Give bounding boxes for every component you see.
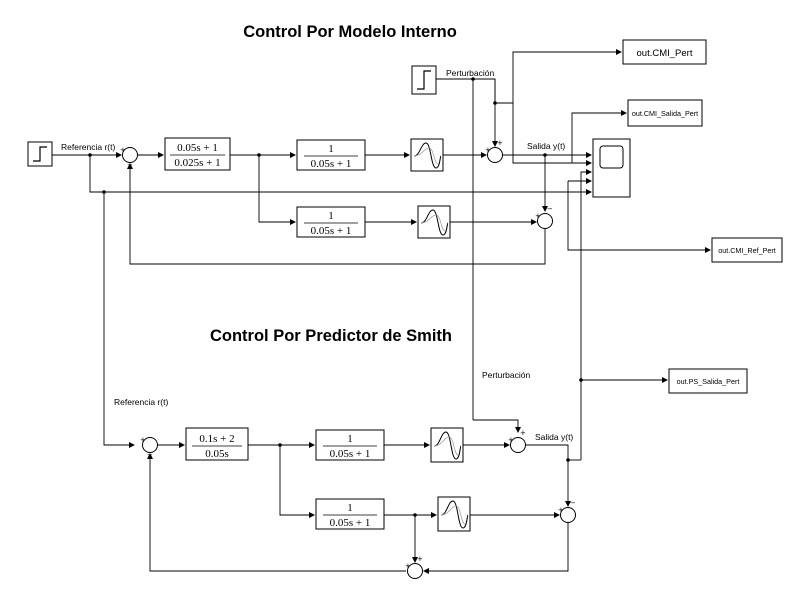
svg-text:+: + xyxy=(405,562,411,570)
label-perturbacion-bottom: Perturbación xyxy=(482,370,530,380)
svg-text:out.PS_Salida_Pert: out.PS_Salida_Pert xyxy=(677,377,740,386)
title-cmi: Control Por Modelo Interno xyxy=(243,23,457,41)
label-referencia-top: Referencia r(t) xyxy=(61,142,115,152)
out-cmi-salida-pert[interactable]: out.CMI_Salida_Pert xyxy=(627,99,703,127)
tf-cmi-model-den: 0.05s + 1 xyxy=(311,225,352,237)
tf-ps-controller-den: 0.05s xyxy=(205,448,229,460)
svg-text:out.CMI_Salida_Pert: out.CMI_Salida_Pert xyxy=(632,109,698,118)
tf-cmi-model-num: 1 xyxy=(328,210,334,222)
svg-text:+: + xyxy=(140,436,146,444)
sum-cmi-model-err[interactable]: + − xyxy=(535,205,553,229)
step-source-perturbacion-top[interactable] xyxy=(411,65,437,95)
svg-text:+: + xyxy=(508,436,514,444)
sum-cmi-pert[interactable]: + + xyxy=(485,139,503,163)
tf-cmi-plant[interactable]: 1 0.05s + 1 xyxy=(296,139,366,171)
wires-bottom xyxy=(147,377,668,574)
tf-cmi-plant-num: 1 xyxy=(328,143,334,155)
label-salida-top: Salida y(t) xyxy=(527,141,565,151)
step-source-icon xyxy=(33,146,47,162)
sum-ps-feedback[interactable]: + + xyxy=(405,555,423,579)
svg-text:−: − xyxy=(570,499,576,507)
delay-ps-plant[interactable] xyxy=(430,427,464,463)
tf-ps-model-den: 0.05s + 1 xyxy=(330,517,371,529)
svg-text:+: + xyxy=(535,212,541,220)
svg-text:+: + xyxy=(417,555,423,563)
label-salida-bottom: Salida y(t) xyxy=(535,432,573,442)
scope-icon xyxy=(599,145,624,169)
out-ps-salida-pert[interactable]: out.PS_Salida_Pert xyxy=(668,368,748,394)
tf-cmi-plant-den: 0.05s + 1 xyxy=(311,158,352,170)
tf-ps-plant-den: 0.05s + 1 xyxy=(330,448,371,460)
tf-ps-model[interactable]: 1 0.05s + 1 xyxy=(315,498,385,530)
sum-cmi-error[interactable]: + − xyxy=(120,146,138,169)
svg-text:out.CMI_Ref_Pert: out.CMI_Ref_Pert xyxy=(718,246,776,255)
tf-ps-model-num: 1 xyxy=(347,502,353,514)
out-cmi-pert[interactable]: out.CMI_Pert xyxy=(622,39,707,65)
svg-text:+: + xyxy=(485,146,491,154)
label-referencia-bottom: Referencia r(t) xyxy=(114,397,168,407)
svg-text:+: + xyxy=(558,506,564,514)
out-cmi-ref-pert[interactable]: out.CMI_Ref_Pert xyxy=(711,237,783,263)
label-perturbacion-top: Perturbación xyxy=(446,68,494,78)
delay-cmi-model[interactable] xyxy=(417,205,451,239)
tf-ps-plant-num: 1 xyxy=(347,433,353,445)
tf-cmi-model[interactable]: 1 0.05s + 1 xyxy=(296,206,366,238)
tf-ps-controller[interactable]: 0.1s + 2 0.05s xyxy=(185,427,249,461)
delay-cmi-plant[interactable] xyxy=(410,138,444,172)
svg-text:out.CMI_Pert: out.CMI_Pert xyxy=(637,48,693,59)
transport-delay-icon xyxy=(420,209,449,236)
svg-text:−: − xyxy=(547,205,553,213)
delay-ps-model[interactable] xyxy=(437,496,471,532)
transport-delay-icon xyxy=(413,142,442,169)
transport-delay-icon xyxy=(440,500,469,529)
svg-text:+: + xyxy=(120,146,126,154)
svg-text:+: + xyxy=(497,139,503,147)
wires-top xyxy=(52,49,711,460)
tf-ps-plant[interactable]: 1 0.05s + 1 xyxy=(315,429,385,461)
tf-cmi-controller-num: 0.05s + 1 xyxy=(177,142,218,154)
svg-text:+: + xyxy=(520,429,526,437)
transport-delay-icon xyxy=(433,431,462,460)
tf-cmi-controller-den: 0.025s + 1 xyxy=(174,157,220,169)
title-smith: Control Por Predictor de Smith xyxy=(210,327,452,345)
sum-ps-model-err[interactable]: + − xyxy=(558,499,576,523)
step-source-icon xyxy=(417,70,431,90)
tf-cmi-controller[interactable]: 0.05s + 1 0.025s + 1 xyxy=(164,137,231,171)
sum-ps-error[interactable]: + − xyxy=(140,436,158,459)
step-source-referencia-top[interactable] xyxy=(27,141,53,167)
tf-ps-controller-num: 0.1s + 2 xyxy=(199,433,234,445)
sum-ps-pert[interactable]: + + xyxy=(508,429,526,453)
scope-block[interactable] xyxy=(592,138,631,198)
